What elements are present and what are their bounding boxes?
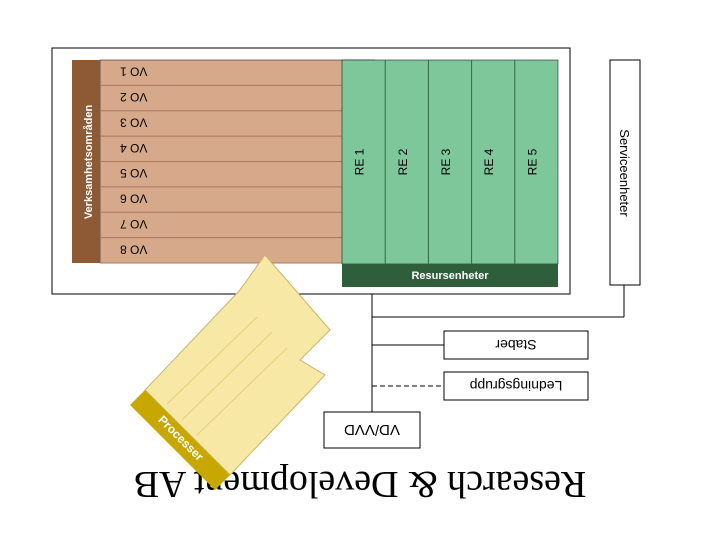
resource-units-label: Resursenheter bbox=[411, 270, 489, 282]
staber-label: Staber bbox=[495, 337, 537, 353]
process-arrow-stripe bbox=[196, 347, 288, 436]
resource-units-list: RE 1 RE 2 RE 3 RE 4 RE 5 bbox=[353, 60, 539, 264]
business-unit-label: VO 1 bbox=[120, 65, 148, 79]
service-unit-box bbox=[609, 59, 641, 286]
process-arrow-stripe bbox=[166, 316, 258, 405]
business-unit-label: VO 5 bbox=[120, 166, 148, 180]
business-units-label: Verksamhetsområden bbox=[83, 105, 95, 220]
business-unit-label: VO 4 bbox=[120, 141, 148, 155]
ledningsgrupp-box bbox=[443, 371, 589, 401]
staber-box bbox=[443, 330, 589, 360]
resource-unit-label: RE 1 bbox=[353, 148, 367, 175]
business-unit-label: VO 3 bbox=[120, 115, 148, 129]
vd-box-label: VD/VVD bbox=[344, 421, 400, 438]
business-units-list: VO 1 VO 2 VO 3 VO 4 VO 5 VO 6 VO 7 VO 8 bbox=[100, 65, 374, 264]
resource-unit-label: RE 5 bbox=[525, 148, 539, 175]
resource-units-label-bar bbox=[342, 264, 558, 287]
process-arrow-stripe bbox=[181, 331, 273, 421]
ledningsgrupp-label: Ledningsgrupp bbox=[469, 378, 562, 394]
process-arrow-label-bar bbox=[130, 390, 230, 490]
business-unit-label: VO 2 bbox=[120, 90, 148, 104]
vd-box bbox=[323, 411, 421, 449]
business-unit-label: VO 8 bbox=[120, 242, 148, 256]
resource-units-area bbox=[341, 59, 559, 265]
resource-unit-label: RE 3 bbox=[439, 148, 453, 175]
resource-unit-label: RE 4 bbox=[482, 148, 496, 175]
business-units-label-bar bbox=[72, 60, 100, 263]
business-unit-label: VO 6 bbox=[120, 192, 148, 206]
resource-unit-label: RE 2 bbox=[396, 148, 410, 175]
service-unit-label: Serviceenheter bbox=[617, 129, 632, 217]
business-unit-label: VO 7 bbox=[120, 217, 148, 231]
